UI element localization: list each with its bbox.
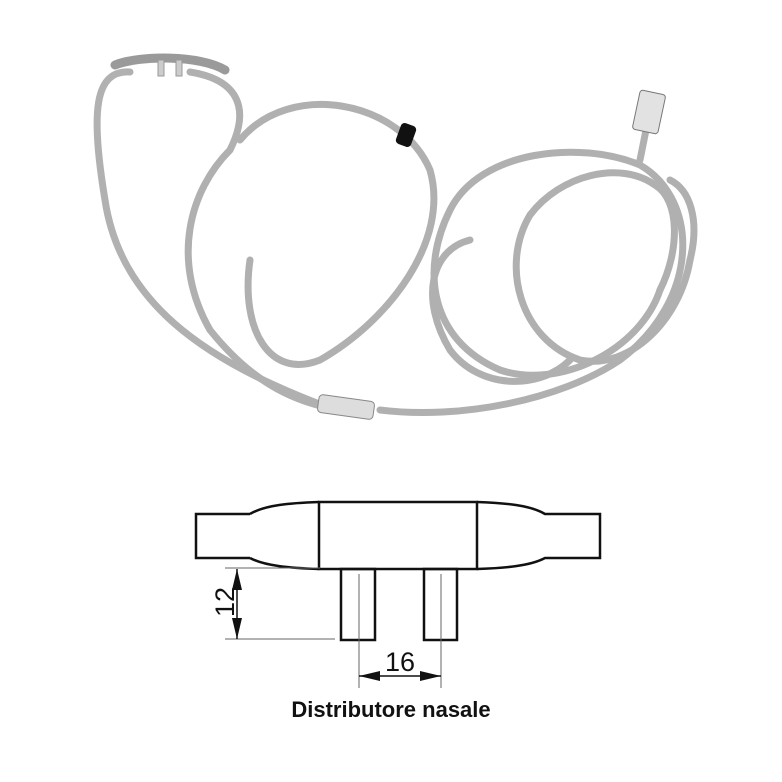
center-body [317,500,479,571]
caption: Distributore nasale [291,697,491,722]
nasal-prong [175,59,183,77]
dimension-height-label: 12 [210,587,240,617]
tube-connector [317,394,375,420]
tubing [93,68,698,417]
slide-clip [395,123,417,147]
dimension-spacing-label: 16 [385,647,415,677]
nasal-prong [157,59,165,77]
right-tube-end [476,500,602,571]
left-tube-end [194,512,250,560]
cannula-head [110,53,230,75]
technical-drawing [194,500,602,642]
prong-left [339,567,377,642]
dimension-arrows [232,569,441,681]
oxygen-connector [632,89,666,135]
